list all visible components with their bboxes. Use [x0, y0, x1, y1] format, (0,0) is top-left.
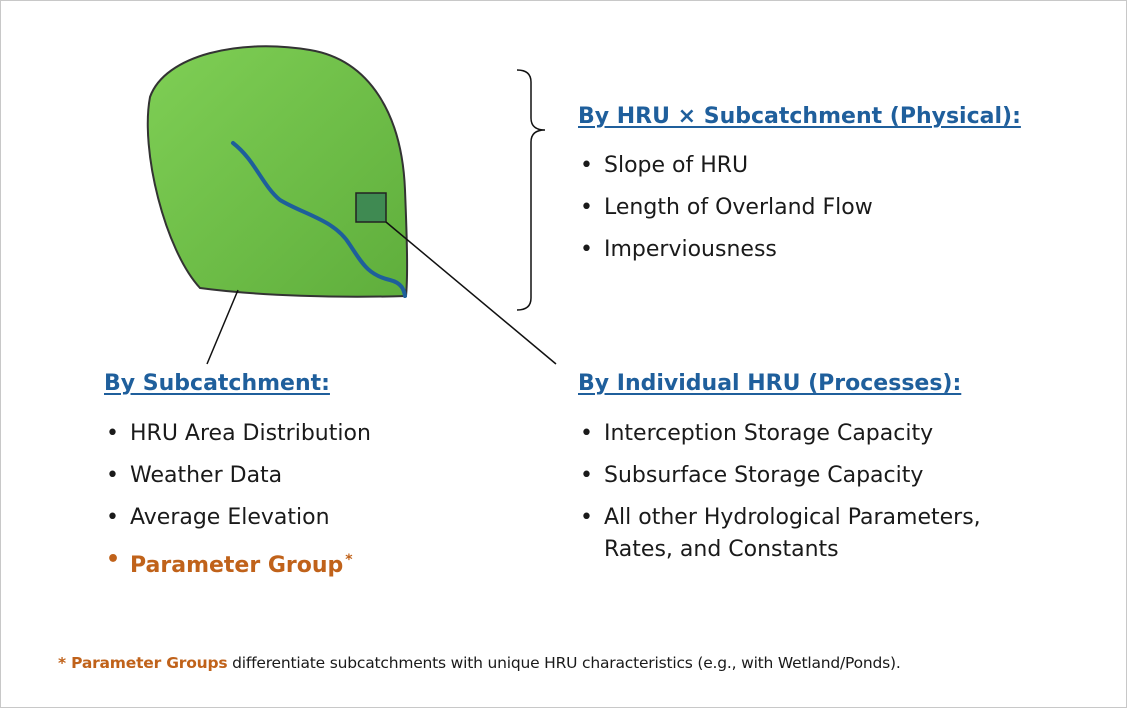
subcatchment-list: HRU Area Distribution Weather Data Avera… [104, 418, 371, 592]
physical-heading: By HRU × Subcatchment (Physical): [578, 104, 1021, 129]
curly-brace [516, 69, 546, 311]
physical-item-imperviousness: Imperviousness [578, 234, 873, 266]
physical-list: Slope of HRU Length of Overland Flow Imp… [578, 150, 873, 276]
subcatchment-item-elevation: Average Elevation [104, 502, 371, 534]
hru-connector-line [385, 221, 557, 365]
processes-item-all-other-line1: All other Hydrological Parameters, [604, 505, 981, 530]
hru-box-marker [355, 192, 387, 223]
parameter-group-label: Parameter Group [130, 553, 344, 578]
subcatchment-item-parameter-group: Parameter Group* [104, 544, 371, 582]
footnote: * Parameter Groups differentiate subcatc… [58, 654, 901, 672]
stream-channel-line [231, 141, 407, 298]
subcatchment-item-weather: Weather Data [104, 460, 371, 492]
physical-item-slope: Slope of HRU [578, 150, 873, 182]
footnote-text: differentiate subcatchments with unique … [227, 654, 901, 672]
processes-item-subsurface: Subsurface Storage Capacity [578, 460, 981, 492]
processes-item-all-other-line2: Rates, and Constants [604, 537, 839, 562]
subcatchment-item-hru-area: HRU Area Distribution [104, 418, 371, 450]
physical-item-overland-flow: Length of Overland Flow [578, 192, 873, 224]
processes-item-all-other: All other Hydrological Parameters, Rates,… [578, 502, 981, 566]
subcatchment-heading: By Subcatchment: [104, 371, 330, 396]
processes-item-interception: Interception Storage Capacity [578, 418, 981, 450]
subcatchment-leaf-shape [146, 45, 409, 298]
footnote-lead: * Parameter Groups [58, 654, 228, 672]
processes-list: Interception Storage Capacity Subsurface… [578, 418, 981, 576]
subcatchment-connector-line [206, 289, 239, 365]
asterisk-marker: * [345, 552, 353, 568]
processes-heading: By Individual HRU (Processes): [578, 371, 962, 396]
